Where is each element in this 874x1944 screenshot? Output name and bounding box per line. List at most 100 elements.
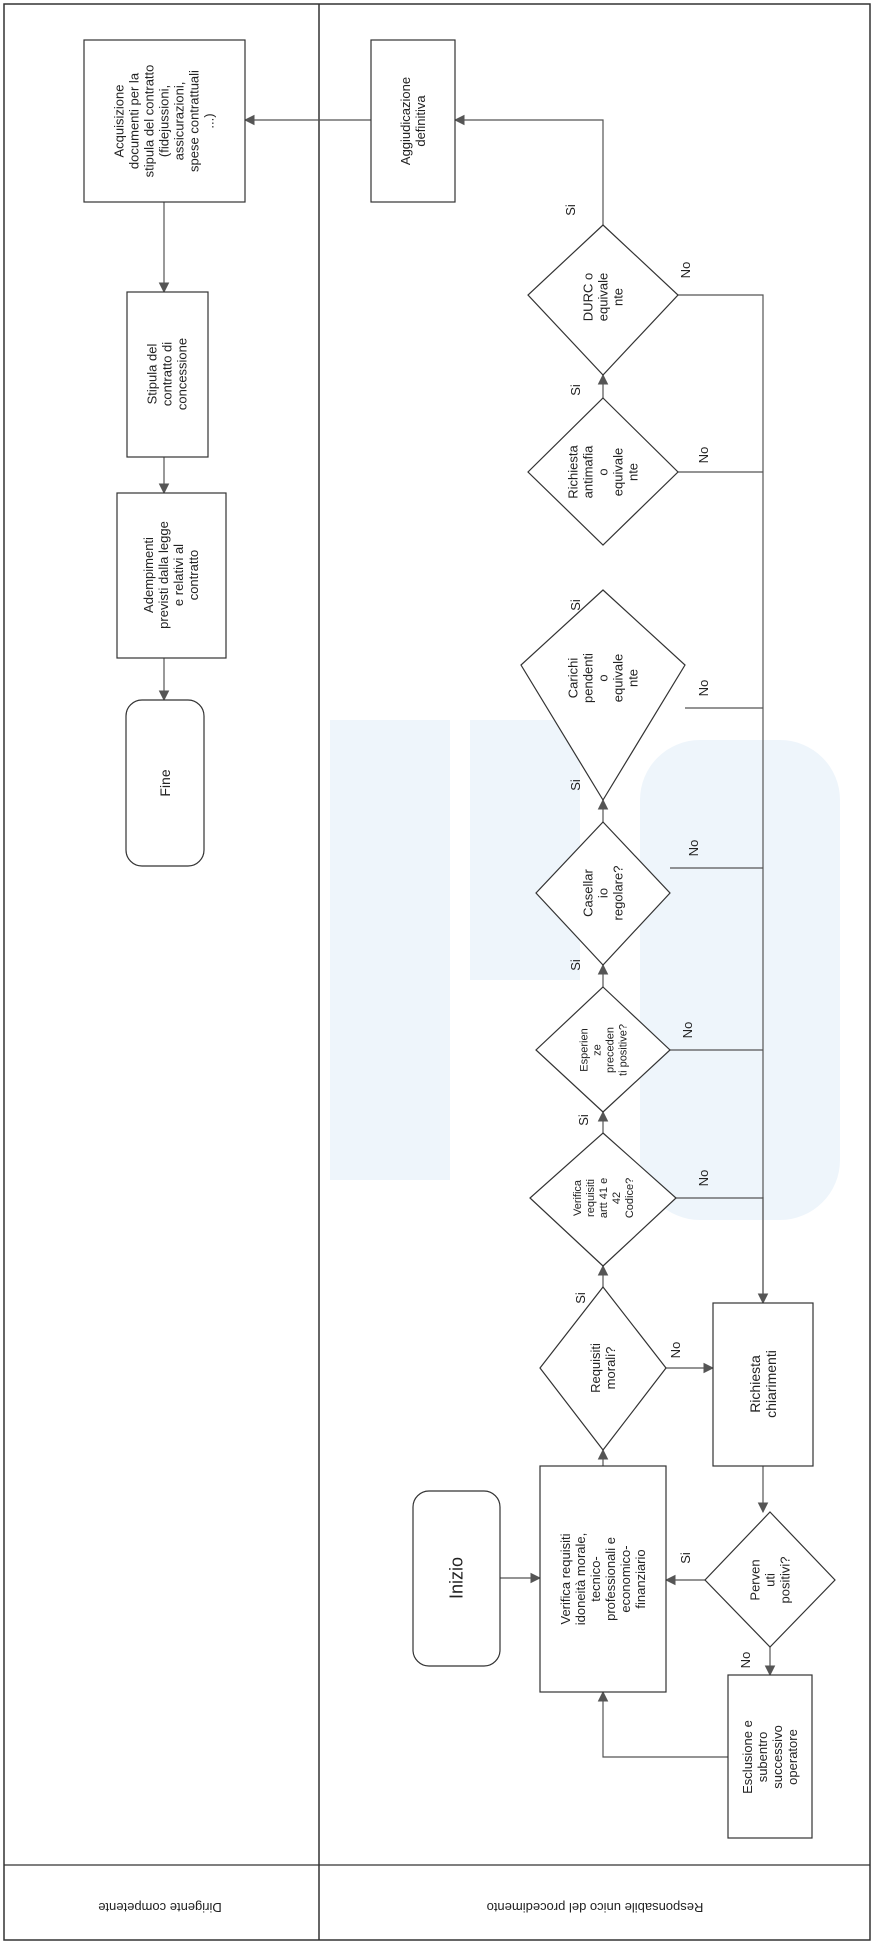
node-label-line: regolare? [611,866,626,921]
text-inizio: Inizio [446,1557,466,1599]
node-label-line: Codice? [624,1178,636,1218]
node-label-line: io [596,888,611,898]
label-no-durc: No [678,262,693,279]
edge-durc-no [678,294,764,1303]
node-inizio [412,1490,501,1667]
node-label-line: preceden [604,1027,616,1073]
text-antimafia: Richiestaantimafiaoequivalente [566,444,641,498]
node-label-line: Casellar [581,868,596,916]
watermark-logo [330,720,840,1220]
node-label-line: finanziario [633,1549,648,1608]
node-label-line: successivo [770,1725,785,1789]
node-esperienze [535,986,671,1113]
label-no-carichi: No [696,680,711,697]
text-stipula: Stipula delcontratto diconcessione [145,338,190,410]
node-label-line: o [596,674,611,681]
node-label-line: Fine [157,769,173,796]
node-verifica-requisiti [539,1465,667,1693]
node-label-line: concessione [175,338,190,410]
node-label-line: equivale [596,273,611,321]
edge-esclusione-verifica [597,1690,728,1758]
node-label-line: Stipula del [145,344,160,405]
text-verifica-requisiti: Verifica requisitiidoneità morale,tecnic… [558,1533,648,1626]
node-durc [527,224,679,376]
node-label-line: Verifica requisiti [558,1533,573,1624]
text-requisiti-morali: Requisitimorali? [588,1343,618,1393]
text-acquisizione: Acquisizionedocumenti per lastipula del … [112,65,217,178]
node-label-line: idoneità morale, [573,1533,588,1626]
node-label-line: ti positive? [617,1024,629,1076]
text-aggiudicazione: Aggiudicazionedefinitiva [398,77,428,165]
node-carichi [520,589,686,802]
node-label-line: antimafia [581,445,596,499]
node-label-line: previsti dalla legge [156,521,171,629]
node-label-line: definitiva [413,95,428,147]
label-si-antimafia: Si [568,384,583,396]
nodes [83,39,836,1839]
node-label-line: equivale [611,654,626,702]
node-casellario [535,821,671,966]
node-label-line: nte [611,288,626,306]
node-label-line: operatore [785,1729,800,1785]
node-label-line: documenti per la [127,72,142,169]
node-label-line: DURC o [581,273,596,321]
node-label-line: tecnico- [588,1556,603,1602]
node-label-line: equivale [611,448,626,496]
text-casellario: Casellarioregolare? [581,866,626,921]
node-esclusione [727,1674,813,1839]
text-esclusione: Esclusione esubentrosuccessivooperatore [740,1720,800,1794]
node-label-line: e relativi al [171,544,186,606]
node-antimafia [527,397,679,546]
label-si-esperienze: Si [568,959,583,971]
node-label-line: o [596,468,611,475]
node-label-line: contratto [186,550,201,601]
node-label-line: (fidejussioni, [157,85,172,157]
node-label-line: Carichi [566,658,581,699]
node-richiesta-chiarimenti [712,1302,814,1467]
text-durc: DURC oequivalente [581,273,626,321]
node-label-line: 42 [611,1192,623,1204]
label-no-pervenuti: No [738,1652,753,1669]
node-aggiudicazione [370,39,456,203]
edge-labels: Si Si Si Si Si Si Si Si No No No No No N… [563,204,753,1668]
edge-durc-aggiudicazione [453,114,604,225]
node-label-line: subentro [755,1732,770,1783]
node-label-line: Esperien [578,1028,590,1071]
label-si-durc: Si [563,204,578,216]
connectors [158,114,776,1758]
label-si-art: Si [576,1114,591,1126]
node-fine [125,699,205,867]
node-label-line: Esclusione e [740,1720,755,1794]
node-label-line: artt 41 e [598,1178,610,1218]
node-label-line: spese contrattuali [187,70,202,172]
outer-frame [3,3,871,1941]
label-si-casellario: Si [568,779,583,791]
node-label-line: economico- [618,1545,633,1612]
node-label-line: Richiesta [747,1355,763,1413]
label-si-morali: Si [573,1292,588,1304]
label-si-pervenuti: Si [678,1552,693,1564]
node-label-line: ze [591,1044,603,1056]
node-label-line: nte [626,669,641,687]
text-fine: Fine [157,769,173,796]
node-label-line: Adempimenti [141,537,156,613]
node-label-line: ...) [202,113,217,128]
text-adempimenti: Adempimentiprevisti dalla leggee relativ… [141,521,201,629]
node-stipula [126,291,209,458]
node-verifica-art [529,1132,677,1267]
node-label-line: Requisiti [588,1343,603,1393]
node-label-line: assicurazioni, [172,82,187,161]
node-label-line: Perven [748,1559,763,1600]
node-label-line: positivi? [778,1557,793,1604]
label-no-esperienze: No [680,1022,695,1039]
node-label-line: Inizio [446,1557,466,1599]
text-verifica-art: Verificarequisitiartt 41 e42Codice? [572,1178,636,1218]
label-no-casellario: No [686,840,701,857]
node-label-line: Verifica [572,1179,584,1216]
text-esperienze: Esperienzeprecedenti positive? [578,1024,629,1076]
node-adempimenti [116,492,227,659]
node-label-line: uti [763,1573,778,1587]
node-acquisizione [83,39,246,203]
lane-label-rup: Responsabile unico del procedimento [487,1900,704,1915]
